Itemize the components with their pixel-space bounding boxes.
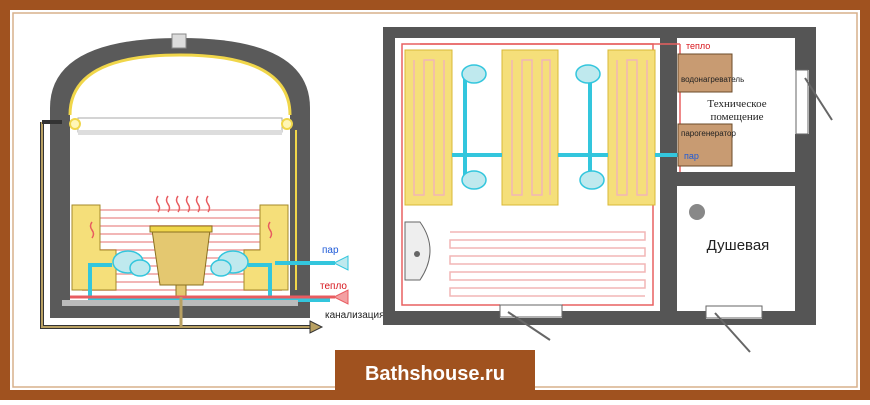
plan-label-water-heater: водонагреватель bbox=[681, 75, 744, 84]
plan-label-steam-generator: парогенератор bbox=[681, 129, 736, 138]
lamp-right-icon bbox=[281, 118, 293, 130]
plan-steam-pipes bbox=[452, 75, 680, 180]
plan-label-shower: Душевая bbox=[707, 237, 770, 254]
label-sewer: канализация bbox=[325, 310, 385, 321]
steam-nozzle-2-icon bbox=[575, 64, 601, 84]
plan-label-heat: тепло bbox=[686, 41, 710, 51]
section-interior bbox=[70, 55, 290, 300]
plan-label-tech-room-1: Техническое bbox=[707, 98, 766, 110]
ceiling-panel bbox=[77, 117, 283, 133]
floor-plan: тепло водонагреватель Техническое помеще… bbox=[383, 27, 833, 353]
door-swing-shower[interactable] bbox=[714, 312, 751, 353]
steam-generator-box bbox=[677, 123, 733, 167]
heat-arrow-icon bbox=[332, 289, 349, 305]
steam-nozzle-1-icon bbox=[461, 64, 487, 84]
door-swing-steam[interactable] bbox=[507, 311, 551, 341]
brand-text: Bathshouse.ru bbox=[365, 363, 505, 385]
sewer-pipe bbox=[41, 122, 310, 328]
foot-tub bbox=[151, 229, 211, 286]
steam-cloud-left-icon bbox=[112, 250, 151, 277]
water-heater-box bbox=[677, 53, 733, 93]
door-frame-shower bbox=[705, 305, 763, 319]
brand-background bbox=[335, 350, 535, 394]
sink-drain-icon bbox=[414, 251, 420, 257]
sewer-arrow-icon bbox=[309, 320, 324, 334]
shower-drain-icon bbox=[689, 204, 705, 220]
steam-arrow-icon bbox=[332, 255, 349, 271]
plan-label-tech-room-2: помещение bbox=[710, 111, 763, 123]
bench-heating-serpentine bbox=[413, 59, 648, 196]
bench-right bbox=[243, 204, 289, 291]
door-gap-steam bbox=[500, 304, 562, 318]
roof-vent bbox=[171, 33, 187, 49]
plan-label-steam: пар bbox=[684, 151, 699, 161]
plan-bench-1 bbox=[404, 49, 453, 206]
label-heat: тепло bbox=[320, 281, 347, 292]
door-gap-shower bbox=[706, 305, 762, 319]
brand-badge: Bathshouse.ru bbox=[335, 350, 535, 394]
door-frame-tech bbox=[795, 69, 809, 135]
heat-waves-icon bbox=[89, 195, 273, 239]
tub-drain bbox=[175, 284, 187, 298]
bench-left bbox=[71, 204, 117, 291]
plan-bench-3 bbox=[607, 49, 656, 206]
dome-insulation bbox=[68, 53, 292, 116]
steam-nozzle-3-icon bbox=[461, 170, 487, 190]
steam-cloud-right-icon bbox=[210, 250, 249, 277]
door-frame-steam bbox=[499, 304, 563, 318]
label-steam: пар bbox=[322, 245, 339, 256]
sink-icon bbox=[404, 221, 431, 281]
floor-heating-serpentine bbox=[449, 231, 646, 297]
ceiling-shadow bbox=[78, 130, 282, 135]
foot-tub-rim bbox=[149, 225, 213, 233]
steam-nozzle-4-icon bbox=[579, 170, 605, 190]
lamp-left-icon bbox=[69, 118, 81, 130]
door-swing-tech[interactable] bbox=[804, 77, 833, 121]
section-view: пар тепло канализация bbox=[40, 33, 385, 334]
door-gap-tech bbox=[795, 70, 809, 134]
